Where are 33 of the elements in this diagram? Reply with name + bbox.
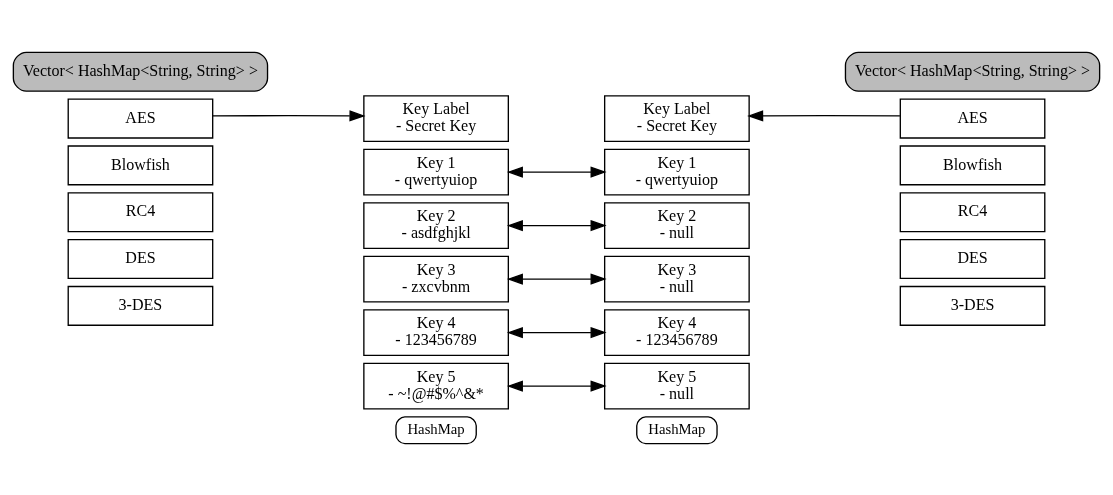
arrow <box>212 109 366 121</box>
node-box: Key 4 - 123456789 <box>604 308 750 356</box>
arrow <box>506 326 607 338</box>
node-box: RC4 <box>67 191 214 232</box>
node-box: Key 1 - qwertyuiop <box>604 148 750 195</box>
node-box: 3-DES <box>67 285 214 326</box>
node-box: Vector< HashMap<String, String> > <box>844 51 1101 92</box>
node-box: Vector< HashMap<String, String> > <box>12 51 269 92</box>
node-box: 3-DES <box>899 285 1046 326</box>
node-box: Key Label - Secret Key <box>604 94 750 142</box>
arrow <box>506 219 607 231</box>
node-box: Key 5 - ~!@#$%^&* <box>363 362 509 410</box>
node-box: HashMap <box>636 415 718 444</box>
arrow <box>506 380 607 392</box>
node-box: Blowfish <box>67 144 214 185</box>
node-box: Key 3 - null <box>604 255 750 303</box>
node-box: Key 2 - asdfghjkl <box>363 201 509 249</box>
node-box: HashMap <box>395 415 477 444</box>
node-box: DES <box>899 238 1046 279</box>
arrow <box>506 272 607 285</box>
node-box: Key 4 - 123456789 <box>363 308 509 356</box>
arrow <box>506 165 607 178</box>
node-box: Key 1 - qwertyuiop <box>363 148 509 195</box>
arrow <box>747 109 901 121</box>
node-box: Key 3 - zxcvbnm <box>363 255 509 303</box>
node-box: RC4 <box>899 191 1046 232</box>
node-box: Key 5 - null <box>604 362 750 410</box>
node-box: AES <box>899 98 1046 139</box>
node-box: DES <box>67 238 214 279</box>
node-box: Blowfish <box>899 144 1046 185</box>
node-box: Key Label - Secret Key <box>363 94 509 142</box>
node-box: Key 2 - null <box>604 201 750 249</box>
node-box: AES <box>67 98 214 139</box>
